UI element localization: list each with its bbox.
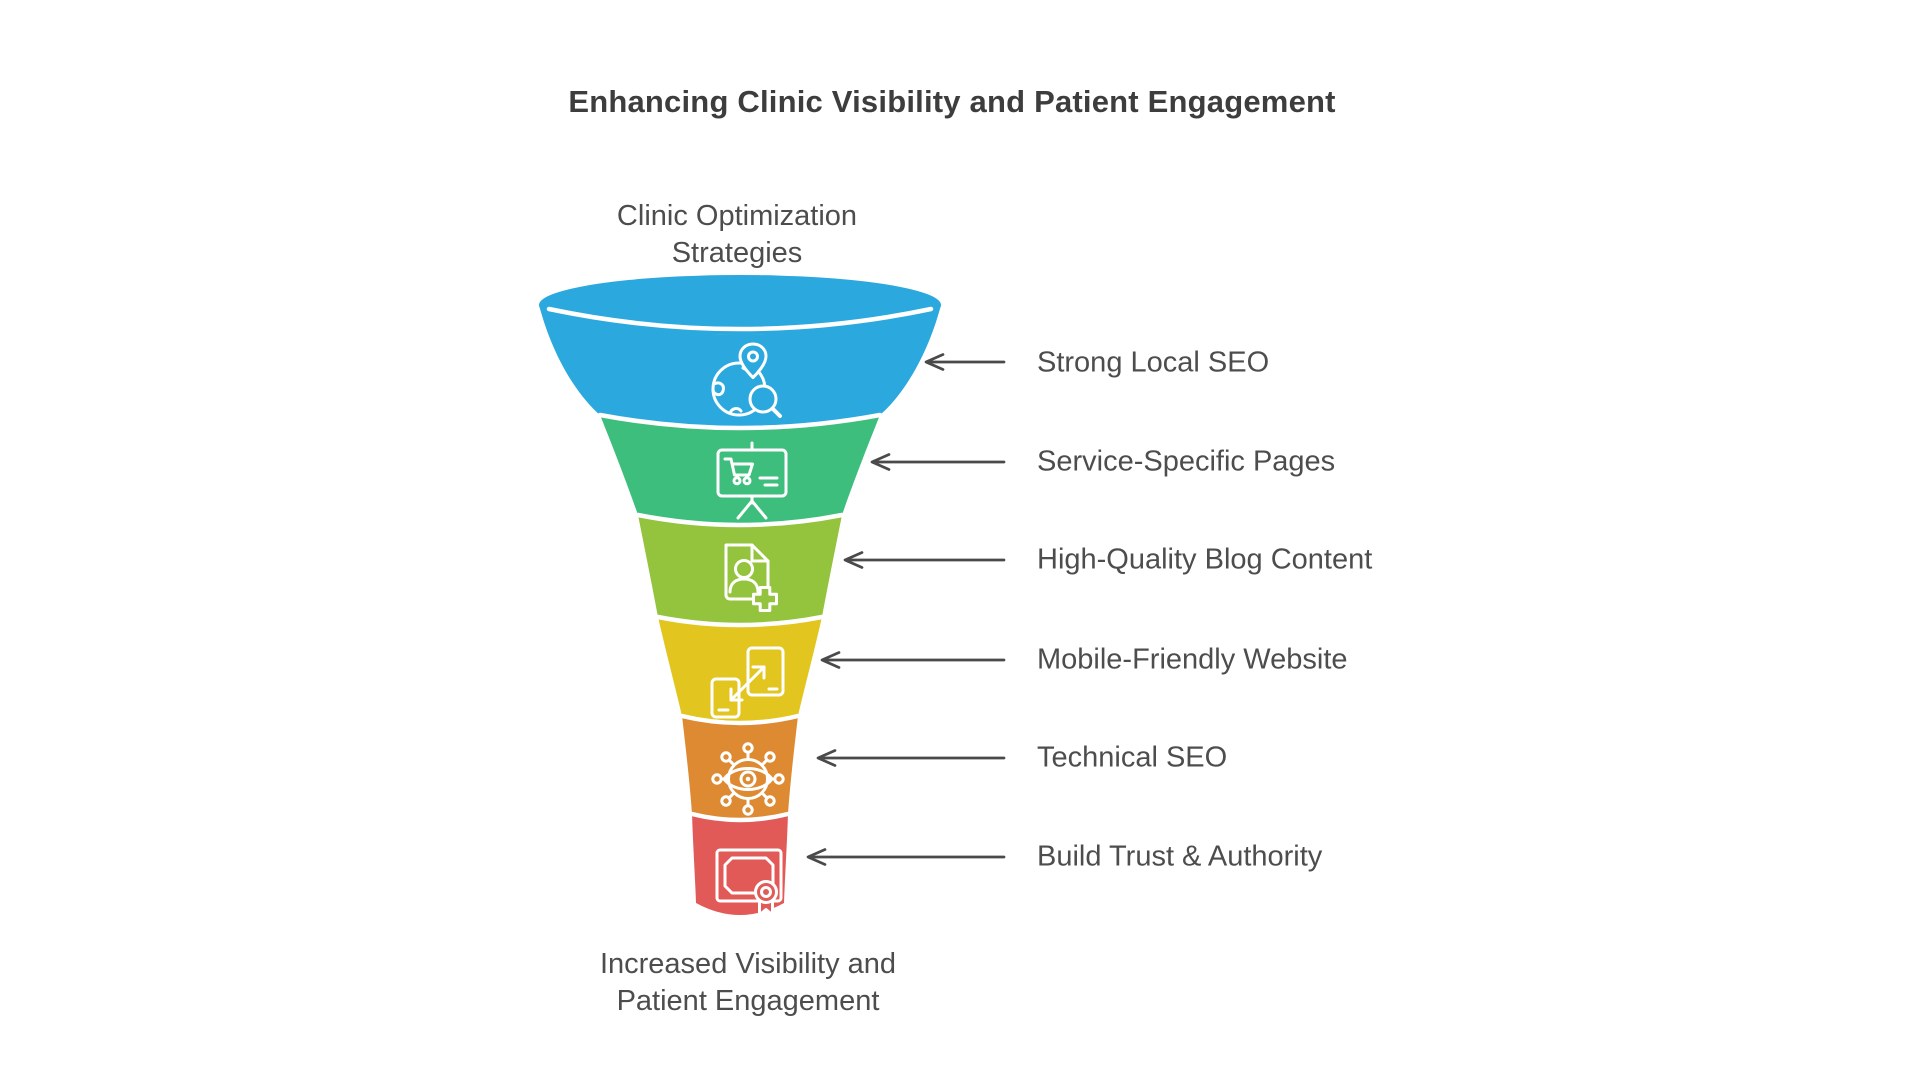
- page-title: Enhancing Clinic Visibility and Patient …: [568, 84, 1336, 119]
- separator-1: [597, 412, 883, 431]
- arrow-to-mobile-website: [820, 651, 1006, 669]
- globe-location-search-icon: [711, 342, 782, 418]
- funnel-stage-mobile-website: [658, 617, 822, 723]
- presentation-cart-icon: [716, 441, 788, 520]
- patient-document-icon: [724, 543, 778, 612]
- funnel-top-label-line1: Clinic Optimization: [616, 200, 858, 232]
- funnel-stage-service-pages: [600, 415, 880, 525]
- separator-4: [679, 713, 801, 726]
- funnel-bottom-label-line1: Increased Visibility and: [599, 948, 897, 980]
- responsive-devices-icon: [710, 646, 785, 719]
- stage-label-strong-local-seo: Strong Local SEO: [1037, 346, 1270, 379]
- funnel-bottom-label-line2: Patient Engagement: [616, 985, 880, 1017]
- funnel-rim-lip-line: [546, 306, 934, 332]
- arrow-to-technical-seo: [816, 749, 1006, 767]
- separator-5: [689, 811, 791, 823]
- stage-label-service-pages: Service-Specific Pages: [1037, 445, 1336, 478]
- separator-3: [655, 614, 825, 628]
- separator-2: [635, 512, 845, 528]
- visibility-network-icon: [711, 742, 785, 816]
- funnel-top-label-line2: Strategies: [671, 237, 803, 269]
- funnel-top-label: Clinic Optimization Strategies: [617, 198, 857, 272]
- stage-label-technical-seo: Technical SEO: [1037, 741, 1228, 774]
- stage-label-mobile-website: Mobile-Friendly Website: [1037, 643, 1348, 676]
- arrow-to-trust-authority: [806, 848, 1006, 866]
- arrow-to-strong-local-seo: [924, 353, 1006, 371]
- certificate-ribbon-icon: [715, 848, 783, 917]
- stage-label-blog-content: High-Quality Blog Content: [1037, 543, 1373, 576]
- funnel-rim-ellipse: [539, 275, 941, 335]
- funnel-stage-blog-content: [638, 515, 842, 625]
- funnel-stage-strong-local-seo: [539, 305, 941, 428]
- arrow-to-blog-content: [843, 551, 1006, 569]
- stage-label-trust-authority: Build Trust & Authority: [1037, 840, 1323, 873]
- arrow-to-service-pages: [870, 453, 1006, 471]
- funnel-bottom-label: Increased Visibility and Patient Engagem…: [600, 946, 896, 1020]
